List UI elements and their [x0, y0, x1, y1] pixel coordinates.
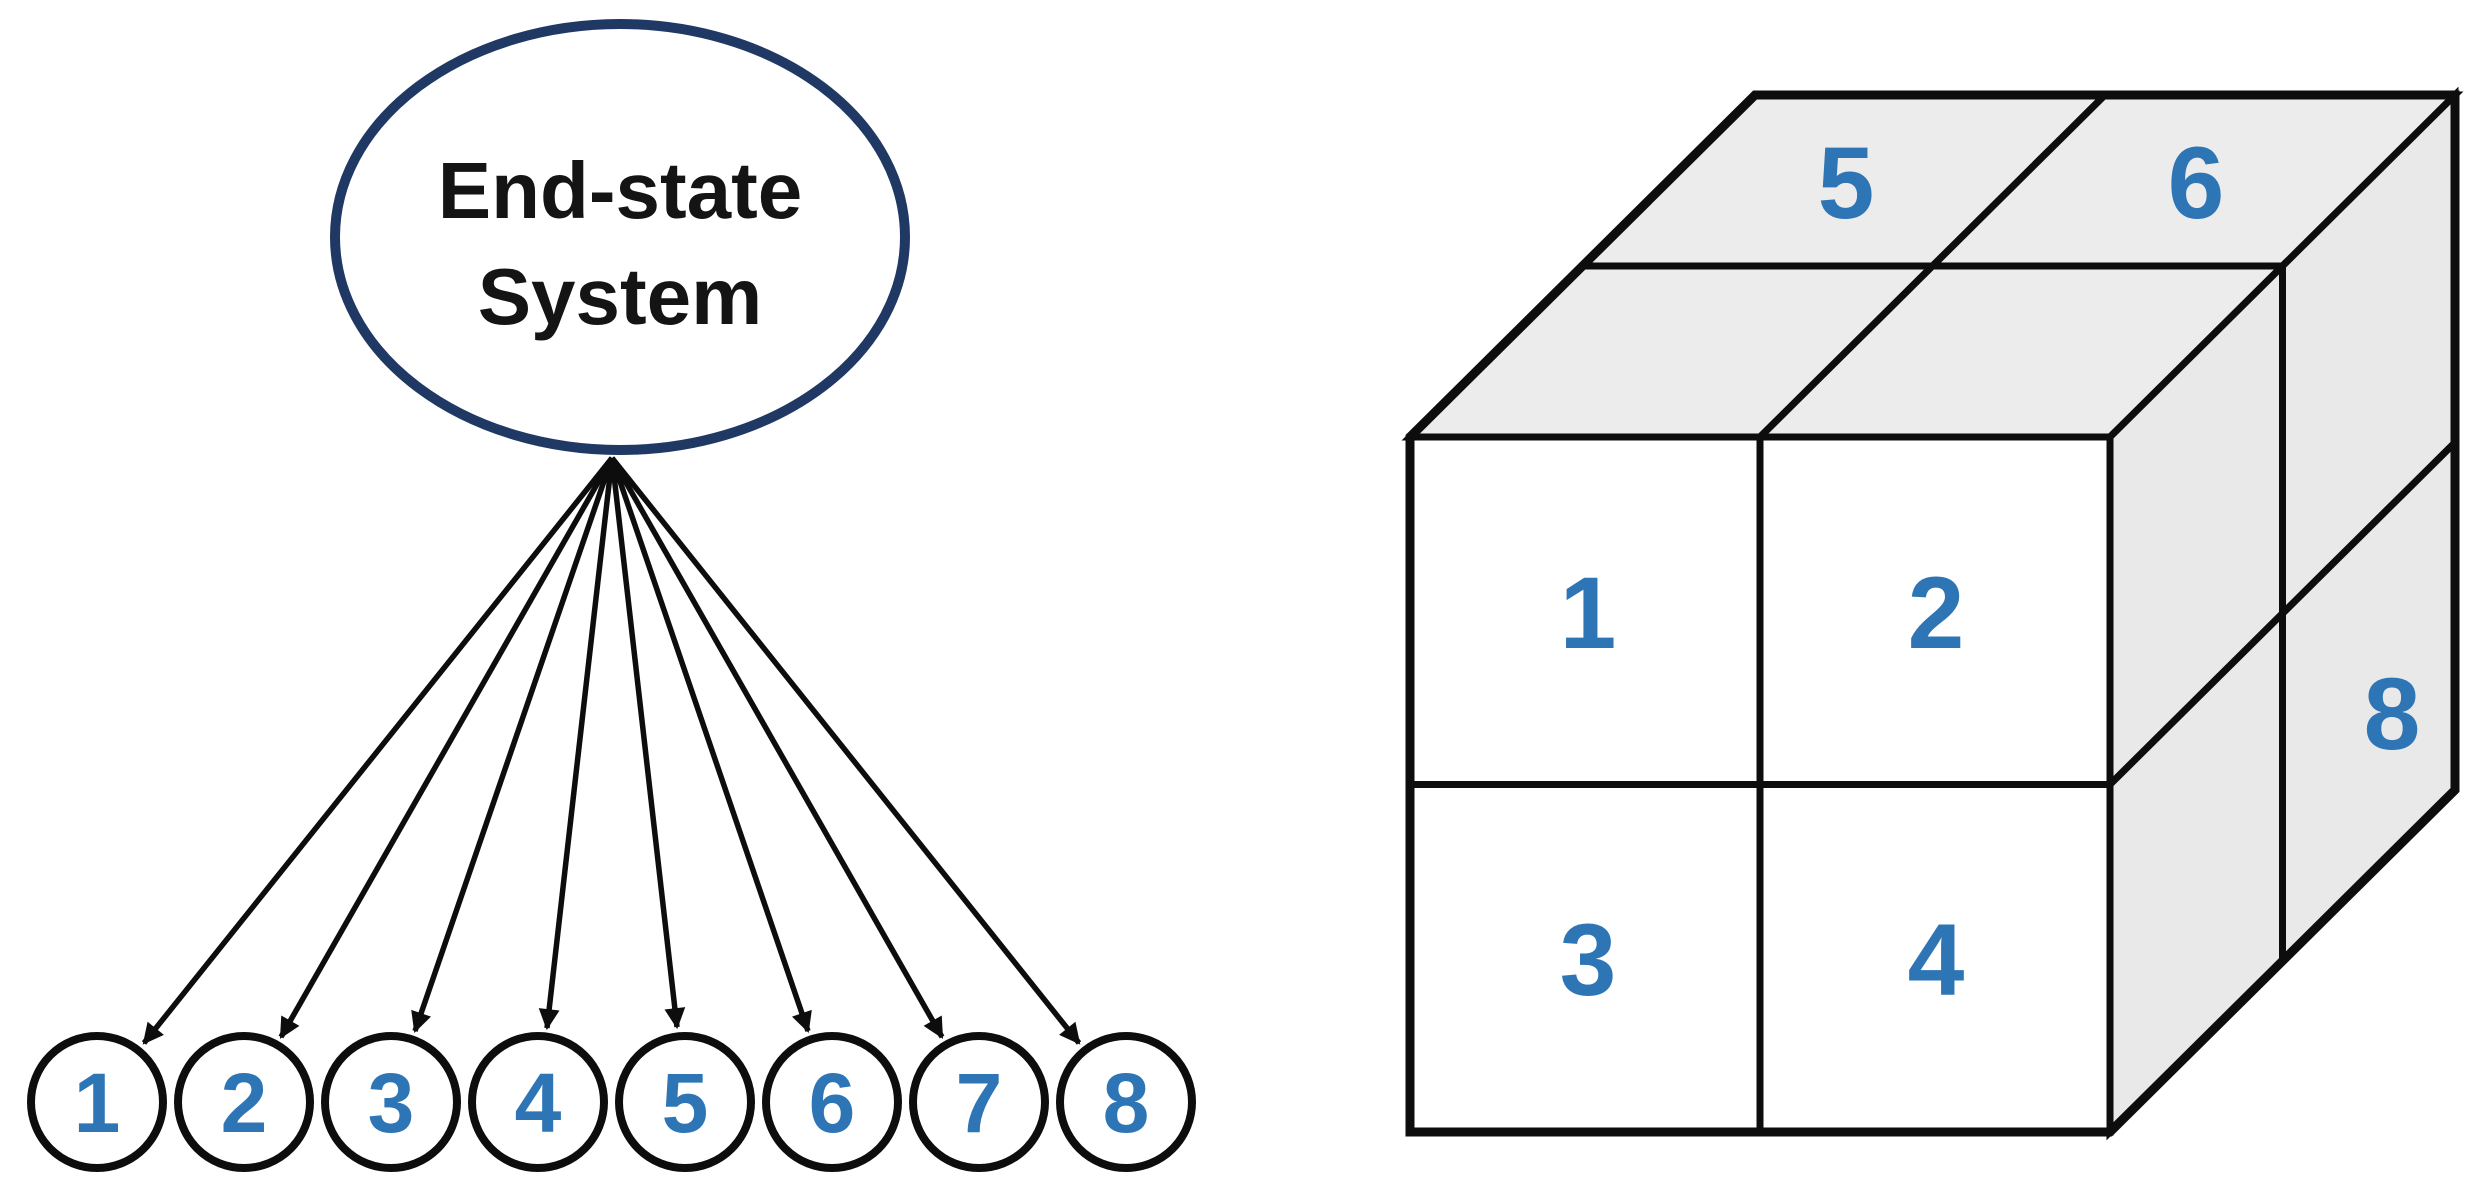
leaf-label-2: 2	[221, 1056, 268, 1150]
cube-label-8: 8	[2364, 657, 2421, 771]
leaf-node-2: 2	[174, 1032, 314, 1172]
leaf-circle-5	[615, 1032, 755, 1172]
leaf-label-6: 6	[809, 1056, 856, 1150]
leaf-node-8: 8	[1056, 1032, 1196, 1172]
cube-label-1: 1	[1560, 556, 1617, 670]
arrow-group	[141, 456, 1082, 1045]
leaf-node-5: 5	[615, 1032, 755, 1172]
end-state-system-ellipse	[330, 19, 910, 455]
arrow-to-node-7	[609, 456, 945, 1039]
cube-label-3: 3	[1560, 903, 1617, 1017]
leaf-label-3: 3	[368, 1056, 415, 1150]
leaf-circle-7	[909, 1032, 1049, 1172]
arrow-to-node-6	[609, 457, 812, 1033]
leaf-node-7: 7	[909, 1032, 1049, 1172]
end-state-label-line2: System	[478, 252, 763, 341]
leaf-node-1: 1	[27, 1032, 167, 1172]
arrow-to-node-4	[538, 457, 615, 1031]
cube-label-5: 5	[1818, 126, 1875, 240]
leaf-circle-1	[27, 1032, 167, 1172]
leaf-node-4: 4	[468, 1032, 608, 1172]
cube-silhouette-outline	[1405, 90, 2460, 1137]
cube-label-6: 6	[2168, 126, 2225, 240]
arrow-to-node-8	[609, 456, 1082, 1045]
leaf-circle-3	[321, 1032, 461, 1172]
leaf-node-6: 6	[762, 1032, 902, 1172]
arrow-to-node-2	[278, 456, 615, 1039]
cube-label-2: 2	[1908, 556, 1965, 670]
leaf-label-7: 7	[956, 1056, 1003, 1150]
leaf-label-5: 5	[662, 1056, 709, 1150]
cube-label-4: 4	[1908, 903, 1965, 1017]
arrow-to-node-1	[141, 456, 615, 1045]
leaf-circle-2	[174, 1032, 314, 1172]
end-state-label-line1: End-state	[438, 146, 803, 235]
cube-panel: 1 2 3 4 5 6 8	[1401, 86, 2464, 1141]
leaf-circle-8	[1056, 1032, 1196, 1172]
hierarchy-panel: End-state System 1 2 3 4 5	[27, 19, 1196, 1172]
leaf-label-4: 4	[515, 1056, 562, 1150]
leaf-circle-4	[468, 1032, 608, 1172]
leaf-circle-6	[762, 1032, 902, 1172]
leaf-node-3: 3	[321, 1032, 461, 1172]
leaf-label-1: 1	[74, 1056, 121, 1150]
arrow-to-node-3	[411, 457, 615, 1033]
leaf-label-8: 8	[1103, 1056, 1150, 1150]
arrow-to-node-5	[609, 457, 686, 1030]
